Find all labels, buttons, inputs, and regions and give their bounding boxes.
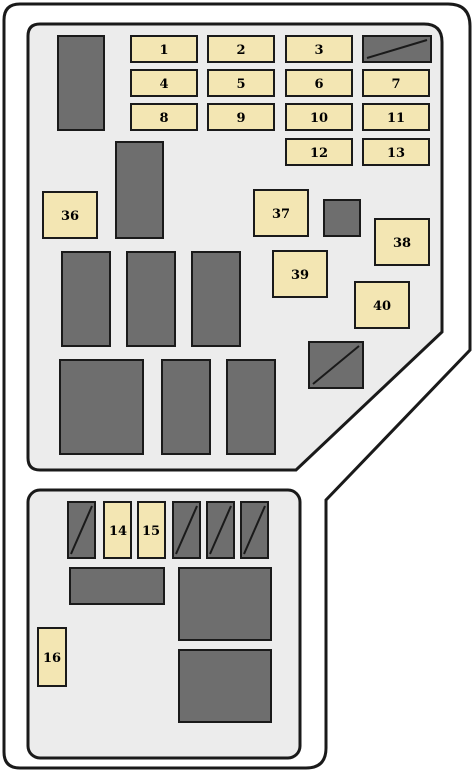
relay-block xyxy=(191,251,241,347)
fuse-39[interactable]: 39 xyxy=(272,250,328,298)
fuse-16[interactable]: 16 xyxy=(37,627,67,687)
relay-block xyxy=(69,567,165,605)
spare-slot-icon xyxy=(362,35,432,63)
relay-block xyxy=(323,199,361,237)
fuse-10[interactable]: 10 xyxy=(285,103,353,131)
fuse-6[interactable]: 6 xyxy=(285,69,353,97)
fuse-label: 8 xyxy=(159,111,168,126)
fuse-label: 36 xyxy=(61,209,79,224)
fuse-8[interactable]: 8 xyxy=(130,103,198,131)
fuse-label: 1 xyxy=(159,43,168,58)
fuse-label: 7 xyxy=(391,77,400,92)
fuse-label: 39 xyxy=(291,268,309,283)
fuse-label: 10 xyxy=(310,111,328,126)
fuse-36[interactable]: 36 xyxy=(42,191,98,239)
spare-slot-icon xyxy=(308,341,364,389)
fuse-9[interactable]: 9 xyxy=(207,103,275,131)
fuse-40[interactable]: 40 xyxy=(354,281,410,329)
fuse-label: 4 xyxy=(159,77,168,92)
fuse-label: 40 xyxy=(373,299,391,314)
relay-block xyxy=(178,649,272,723)
fuse-label: 16 xyxy=(43,651,61,666)
fuse-label: 15 xyxy=(142,524,160,539)
relay-block xyxy=(115,141,164,239)
fuse-label: 9 xyxy=(236,111,245,126)
fuse-2[interactable]: 2 xyxy=(207,35,275,63)
fuse-label: 2 xyxy=(236,43,245,58)
fuse-5[interactable]: 5 xyxy=(207,69,275,97)
fuse-label: 12 xyxy=(310,146,328,161)
fuse-label: 5 xyxy=(236,77,245,92)
spare-slot-icon xyxy=(67,501,96,559)
fuse-1[interactable]: 1 xyxy=(130,35,198,63)
fuse-7[interactable]: 7 xyxy=(362,69,430,97)
fuse-label: 14 xyxy=(109,524,127,539)
fuse-38[interactable]: 38 xyxy=(374,218,430,266)
fuse-label: 38 xyxy=(393,236,411,251)
relay-block xyxy=(226,359,276,455)
fuse-15[interactable]: 15 xyxy=(137,501,166,559)
spare-slot-icon xyxy=(172,501,201,559)
relay-block xyxy=(57,35,105,131)
relay-block xyxy=(61,251,111,347)
relay-block xyxy=(126,251,176,347)
fuse-label: 37 xyxy=(272,207,290,222)
fuse-13[interactable]: 13 xyxy=(362,138,430,166)
fuse-label: 3 xyxy=(314,43,323,58)
fuse-11[interactable]: 11 xyxy=(362,103,430,131)
fuse-12[interactable]: 12 xyxy=(285,138,353,166)
fuse-label: 13 xyxy=(387,146,405,161)
fuse-14[interactable]: 14 xyxy=(103,501,132,559)
spare-slot-icon xyxy=(206,501,235,559)
fuse-3[interactable]: 3 xyxy=(285,35,353,63)
fuse-4[interactable]: 4 xyxy=(130,69,198,97)
fuse-label: 6 xyxy=(314,77,323,92)
relay-block xyxy=(178,567,272,641)
relay-block xyxy=(59,359,144,455)
relay-block xyxy=(161,359,211,455)
fuse-37[interactable]: 37 xyxy=(253,189,309,237)
spare-slot-icon xyxy=(240,501,269,559)
fuse-label: 11 xyxy=(387,111,405,126)
